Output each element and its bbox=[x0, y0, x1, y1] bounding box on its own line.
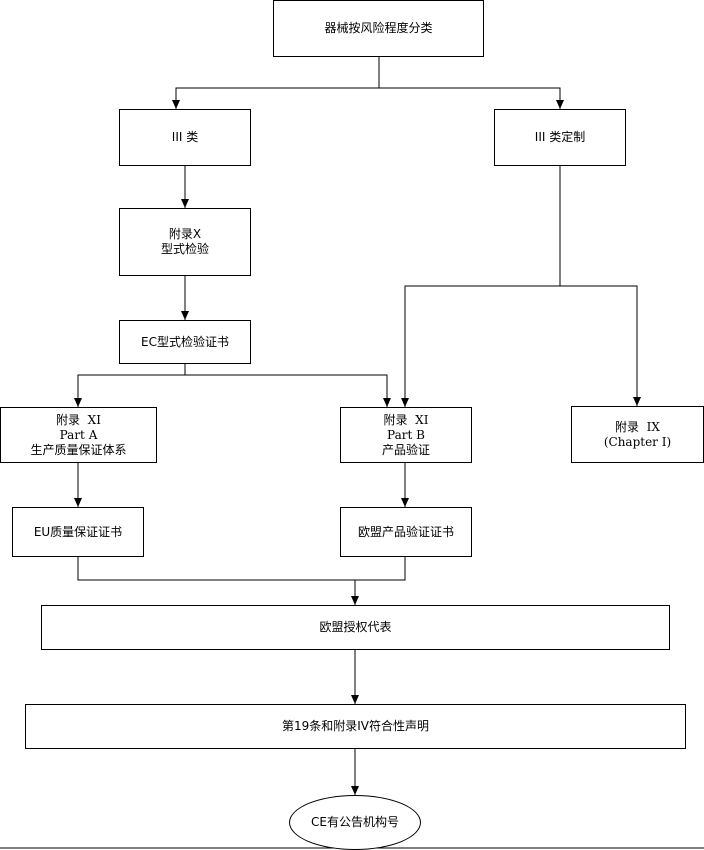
node-text-line: EU质量保证证书 bbox=[33, 524, 123, 539]
node-text-line: 附录 XI bbox=[383, 412, 429, 427]
node-text-line: 产品验证 bbox=[381, 442, 430, 457]
node-class-iii-custom: III 类定制 bbox=[494, 109, 626, 166]
edge-root-to-class3 bbox=[172, 57, 380, 109]
edge-ec-cert-to-annex-xi-b bbox=[185, 374, 391, 407]
edge-ec-cert-to-annex-xi-a bbox=[74, 364, 186, 407]
node-text-line: 型式检验 bbox=[160, 242, 209, 256]
node-eu-authorized-representative: 欧盟授权代表 bbox=[41, 605, 670, 650]
node-text-line: 附录X bbox=[168, 227, 202, 241]
node-text-line: III 类定制 bbox=[534, 130, 586, 144]
node-text-line: III 类 bbox=[171, 130, 199, 144]
node-text-line: (Chapter I) bbox=[603, 434, 672, 449]
node-text-line: 欧盟产品验证证书 bbox=[357, 524, 454, 539]
node-text-line: 第19条和附录IV符合性声明 bbox=[281, 719, 430, 733]
node-annex-ix: 附录 IX(Chapter I) bbox=[571, 406, 704, 463]
node-text-line: 附录 XI bbox=[56, 412, 101, 427]
node-class-iii: III 类 bbox=[119, 109, 251, 166]
node-ec-type-examination-certificate: EC型式检验证书 bbox=[119, 320, 251, 364]
node-text-line: 欧盟授权代表 bbox=[319, 620, 392, 634]
node-text-line: Part B bbox=[387, 427, 425, 442]
edge-class3-custom-to-annex-ix bbox=[560, 285, 641, 406]
node-eu-product-verification-certificate: 欧盟产品验证证书 bbox=[340, 507, 472, 557]
node-risk-classification: 器械按风险程度分类 bbox=[273, 0, 484, 57]
edge-class3-custom-to-annex-xi-b bbox=[401, 166, 561, 407]
node-text-line: Part A bbox=[59, 427, 98, 442]
node-ce-notified-body-number: CE有公告机构号 bbox=[289, 795, 421, 850]
node-text-line: CE有公告机构号 bbox=[311, 815, 399, 829]
edge-certs-to-eu-rep bbox=[77, 557, 406, 605]
node-eu-quality-assurance-certificate: EU质量保证证书 bbox=[12, 507, 144, 557]
node-text-line: 器械按风险程度分类 bbox=[324, 21, 433, 35]
node-text-line: EC型式检验证书 bbox=[141, 334, 229, 349]
node-text-line: 生产质量保证体系 bbox=[30, 442, 127, 457]
node-text-line: 附录 IX bbox=[615, 419, 660, 434]
node-article-19-annex-iv-declaration: 第19条和附录IV符合性声明 bbox=[25, 704, 686, 749]
edge-root-to-class3-custom bbox=[379, 87, 564, 109]
